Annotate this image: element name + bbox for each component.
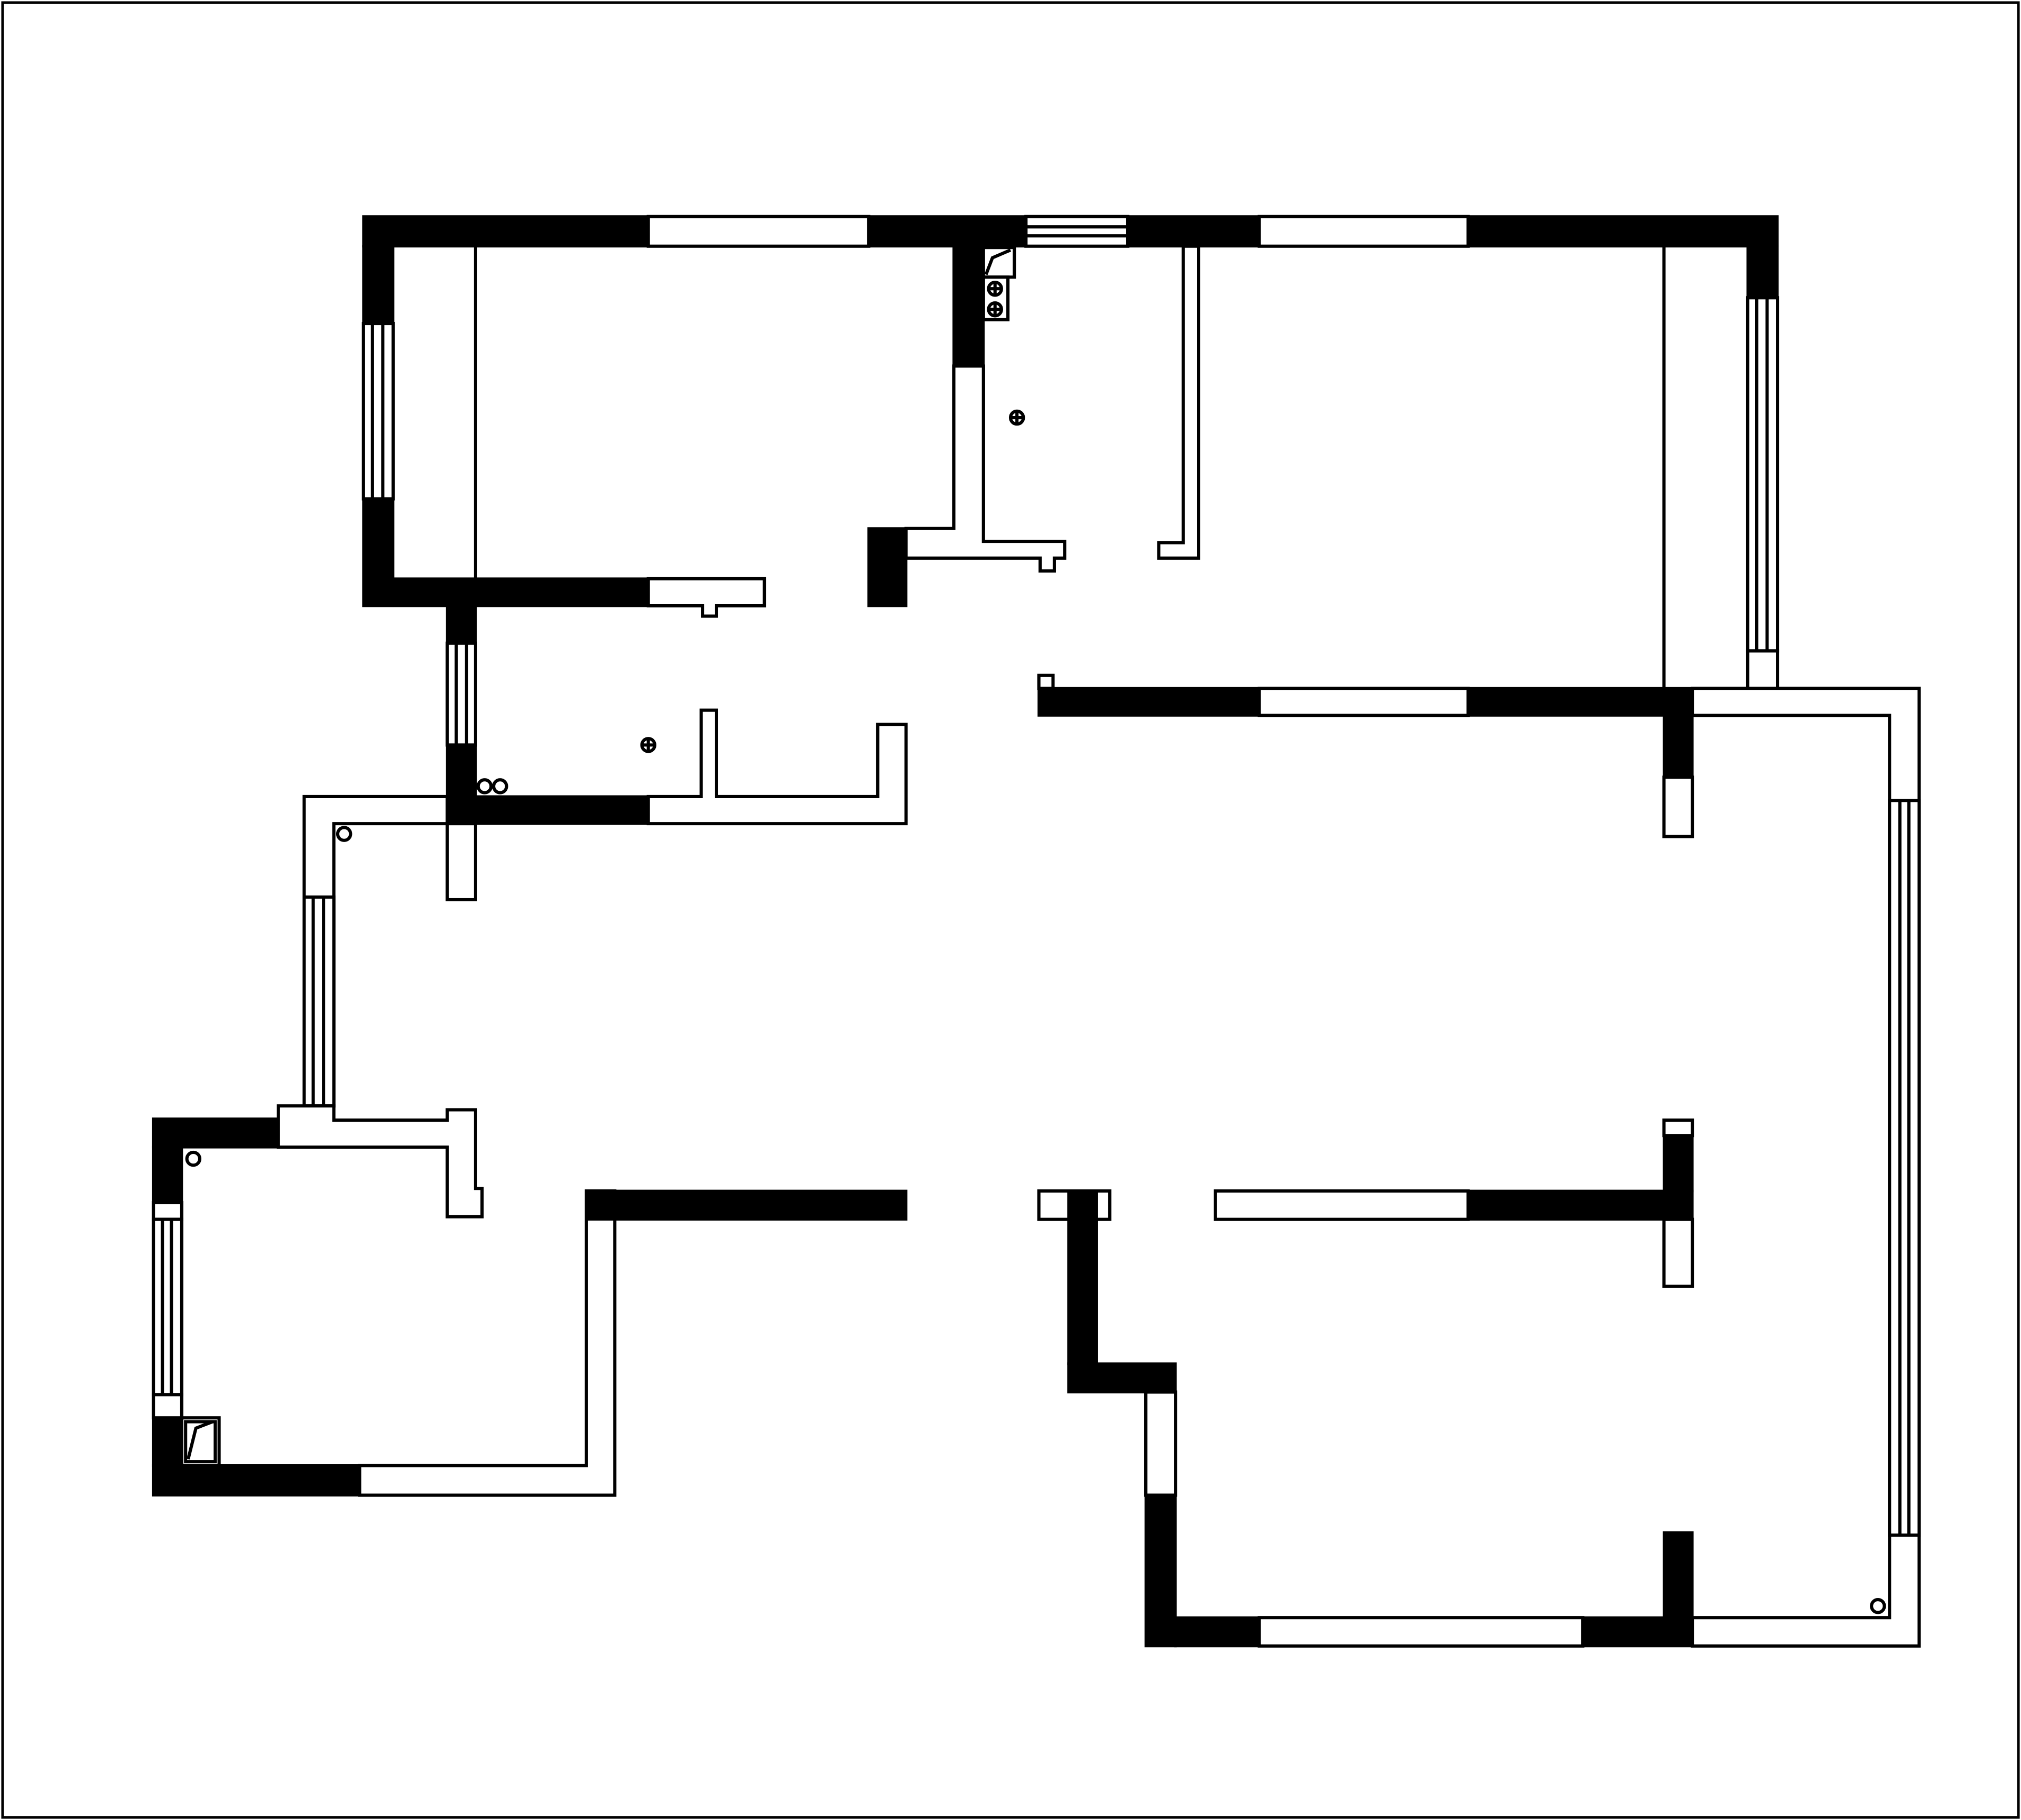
wall-segment [152, 1464, 361, 1496]
corridor-window [446, 641, 477, 747]
opening-segment [646, 708, 908, 826]
wall-segment [1144, 1494, 1177, 1648]
plan-line [187, 1420, 214, 1459]
plan-line [1870, 1597, 1886, 1614]
opening-segment [276, 1104, 484, 1218]
opening-segment [358, 1189, 617, 1497]
center-partition [867, 245, 1067, 607]
south-window-1 [1257, 1616, 1584, 1648]
flue-icon [180, 1416, 221, 1467]
west-bedroom-walls [361, 245, 766, 618]
opening-segment [1662, 775, 1694, 838]
wall-segment [1037, 687, 1261, 717]
opening-segment [646, 577, 766, 618]
wall-segment [1663, 1531, 1694, 1619]
wall-segment [392, 577, 650, 607]
wall-segment [1746, 245, 1779, 299]
north-window-1 [646, 215, 870, 248]
opening-segment [302, 895, 336, 1108]
wall-segment [585, 1189, 907, 1221]
plan-line [492, 778, 508, 794]
wall-segment [152, 1416, 183, 1467]
opening-segment [152, 1217, 183, 1397]
wall-segment [1581, 1616, 1694, 1648]
opening-segment [1024, 215, 1129, 248]
opening-segment [1888, 799, 1921, 1537]
south-west-room-walls [152, 895, 907, 1497]
wall-segment [1663, 1134, 1694, 1193]
east-window-2 [1888, 799, 1921, 1537]
opening-segment [1662, 1217, 1694, 1288]
opening-segment [1037, 673, 1055, 690]
wall-segment [446, 604, 477, 645]
wall-segment [446, 795, 650, 825]
north-wall [362, 215, 1779, 248]
wall-segment [867, 215, 1027, 248]
wall-segment [867, 527, 907, 607]
opening-segment [1662, 1118, 1694, 1138]
west-window-1 [361, 321, 395, 501]
wall-segment [1467, 687, 1694, 717]
opening-segment [1691, 687, 1921, 1648]
wall-segment [1174, 1616, 1261, 1648]
wall-segment [1663, 714, 1694, 779]
south-east-bedroom-walls [1037, 1118, 1694, 1648]
opening-segment [1144, 1390, 1178, 1497]
north-window-2 [1024, 215, 1129, 248]
opening-segment [446, 822, 477, 902]
floor-drain-icon [640, 737, 656, 753]
east-window-1 [1746, 296, 1779, 653]
wall-segment [152, 1145, 183, 1204]
opening-segment [152, 1200, 183, 1221]
opening-segment [152, 1393, 183, 1420]
wall-segment [446, 743, 477, 798]
plan-line [476, 778, 493, 794]
plan-line [984, 248, 1012, 275]
east-balcony-walls [1691, 687, 1921, 1648]
opening-segment [904, 364, 1067, 573]
bath-east-partition [1157, 244, 1201, 560]
wall-segment [362, 497, 395, 607]
opening-segment [361, 321, 395, 501]
plan-line [185, 1150, 202, 1167]
wall-segment [952, 245, 985, 367]
opening-segment [1746, 649, 1779, 690]
wall-segment [1067, 1362, 1177, 1393]
west-window-2 [302, 895, 336, 1108]
wall-segment [1067, 1189, 1098, 1365]
east-bedroom-walls [1037, 245, 1779, 838]
wall-segment [362, 245, 395, 325]
opening-segment [1746, 296, 1779, 653]
opening-segment [446, 641, 477, 747]
wall-segment [1467, 1189, 1694, 1221]
wall-segment [1126, 215, 1261, 248]
opening-segment [1213, 1189, 1470, 1221]
plan-line [336, 826, 353, 842]
wall-segment [152, 1117, 280, 1149]
opening-segment [981, 246, 1016, 279]
flue-icon [981, 246, 1016, 279]
wall-segment [362, 215, 650, 248]
pipe-riser-icon [981, 275, 1010, 321]
corridor-walls [302, 604, 908, 1108]
west-window-3 [152, 1217, 183, 1397]
floor-drain-icon [1008, 409, 1025, 426]
north-window-3 [1257, 215, 1470, 248]
opening-segment [1257, 687, 1470, 717]
wall-segment [1467, 215, 1779, 248]
